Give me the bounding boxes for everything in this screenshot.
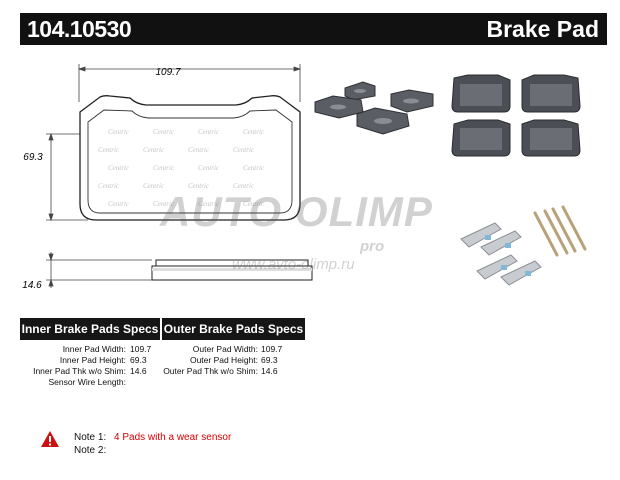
svg-text:Centric: Centric [153, 200, 175, 208]
svg-text:Centric: Centric [198, 164, 220, 172]
svg-text:Centric: Centric [153, 128, 175, 136]
spec-label: Inner Pad Thk w/o Shim: [33, 366, 126, 376]
height-dimension-label: 69.3 [23, 152, 43, 163]
pad-outline [79, 95, 301, 221]
pads-flat-photo [451, 74, 581, 157]
svg-text:Centric: Centric [98, 146, 120, 154]
svg-text:Centric: Centric [233, 146, 255, 154]
spec-label: Outer Pad Thk w/o Shim: [163, 366, 258, 376]
svg-text:Centric: Centric [143, 182, 165, 190]
svg-text:Centric: Centric [243, 164, 265, 172]
spec-label: Inner Pad Height: [59, 355, 126, 365]
warning-triangle-icon [41, 431, 59, 447]
spec-value: 14.6 [261, 366, 278, 376]
svg-text:Centric: Centric [188, 182, 210, 190]
spec-value: 69.3 [130, 355, 147, 365]
guide-pins [533, 205, 587, 257]
svg-text:Centric: Centric [188, 146, 210, 154]
part-number: 104.10530 [27, 16, 132, 42]
spec-value: 109.7 [130, 344, 152, 354]
abutment-clips [460, 222, 542, 286]
svg-text:Centric: Centric [198, 128, 220, 136]
spec-label: Outer Pad Height: [189, 355, 258, 365]
pads-angled-photo [314, 81, 434, 135]
spec-label: Outer Pad Width: [192, 344, 258, 354]
note-1-label: Note 1: [74, 432, 107, 443]
spec-value: 109.7 [261, 344, 283, 354]
pad-side-view [151, 259, 313, 281]
spec-label: Inner Pad Width: [62, 344, 126, 354]
inner-specs-header: Inner Brake Pads Specs [20, 318, 160, 340]
width-dimension-label: 109.7 [155, 67, 180, 78]
svg-text:Centric: Centric [243, 128, 265, 136]
header-bar: 104.10530 Brake Pad [20, 13, 607, 45]
svg-text:Centric: Centric [108, 164, 130, 172]
watermark-pro: pro [360, 238, 385, 255]
hardware-kit-photo [460, 205, 587, 286]
svg-text:Centric: Centric [243, 200, 265, 208]
thickness-dimension [46, 252, 152, 288]
svg-text:Centric: Centric [98, 182, 120, 190]
note-2-label: Note 2: [74, 445, 107, 456]
document-title: Brake Pad [486, 16, 599, 42]
friction-material-outline [87, 109, 293, 214]
svg-text:Centric: Centric [153, 164, 175, 172]
svg-text:Centric: Centric [108, 128, 130, 136]
svg-text:Centric: Centric [108, 200, 130, 208]
clip-tabs [485, 235, 531, 276]
svg-text:Centric: Centric [198, 200, 220, 208]
note-1-value: 4 Pads with a wear sensor [114, 432, 232, 443]
svg-text:Centric: Centric [233, 182, 255, 190]
height-dimension [46, 132, 88, 222]
outer-specs-header: Outer Brake Pads Specs [162, 318, 305, 340]
spec-label: Sensor Wire Length: [48, 377, 126, 387]
spec-value: 69.3 [261, 355, 278, 365]
spec-value: 14.6 [130, 366, 147, 376]
width-dimension [77, 64, 302, 102]
thickness-dimension-label: 14.6 [22, 280, 42, 291]
svg-text:Centric: Centric [143, 146, 165, 154]
notes: Note 1: 4 Pads with a wear sensor Note 2… [40, 430, 440, 460]
